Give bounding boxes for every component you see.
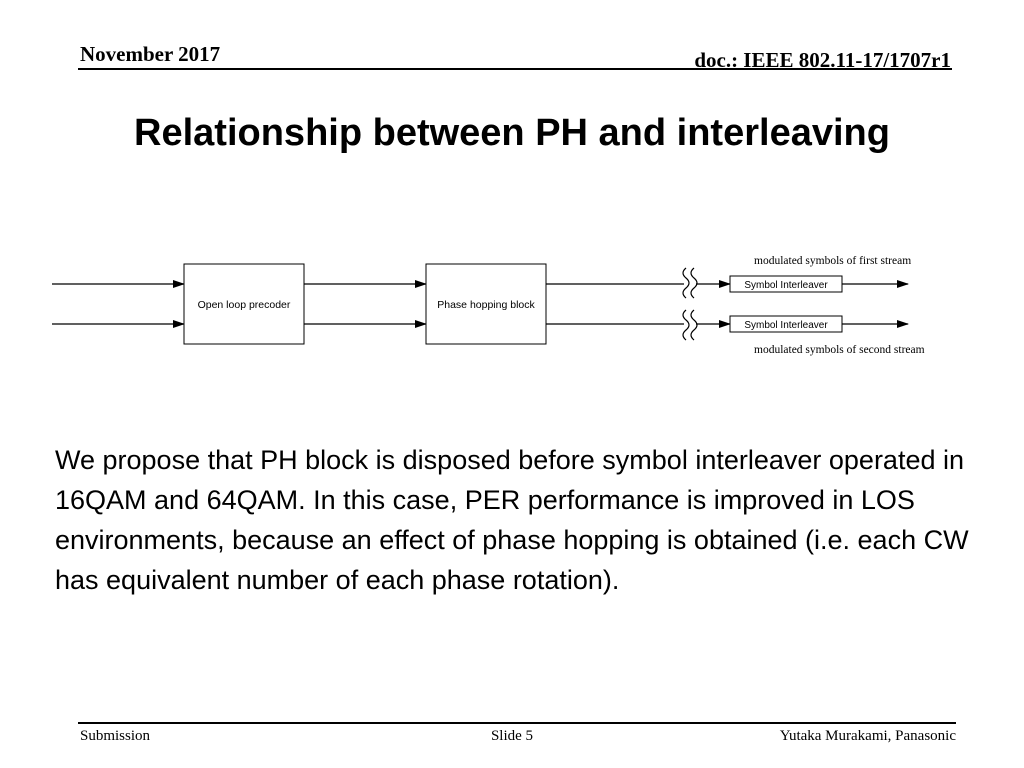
body-paragraph: We propose that PH block is disposed bef…: [55, 445, 969, 595]
footer-divider: [78, 722, 956, 724]
header-divider: [78, 68, 952, 70]
header-date: November 2017: [80, 42, 221, 66]
footer-author: Yutaka Murakami, Panasonic: [779, 728, 956, 744]
footer-submission: Submission: [80, 728, 151, 744]
block-diagram: Open loop precoder Phase hopping block S…: [52, 255, 925, 356]
line-break-icon-2: [682, 309, 698, 341]
symbol-interleaver-label-2: Symbol Interleaver: [744, 320, 828, 331]
footer-slide-number: Slide 5: [490, 728, 534, 744]
phase-hopping-block-label: Phase hopping block: [437, 299, 535, 311]
first-stream-label: modulated symbols of first stream: [754, 255, 911, 267]
open-loop-precoder-block: [183, 263, 305, 345]
phase-hopping-block: [425, 263, 547, 345]
symbol-interleaver-label-1: Symbol Interleaver: [744, 280, 828, 291]
slide-title: Relationship between PH and interleaving: [134, 112, 890, 154]
open-loop-precoder-label: Open loop precoder: [198, 299, 291, 311]
line-break-icon-1: [682, 267, 698, 299]
second-stream-label: modulated symbols of second stream: [754, 344, 925, 356]
